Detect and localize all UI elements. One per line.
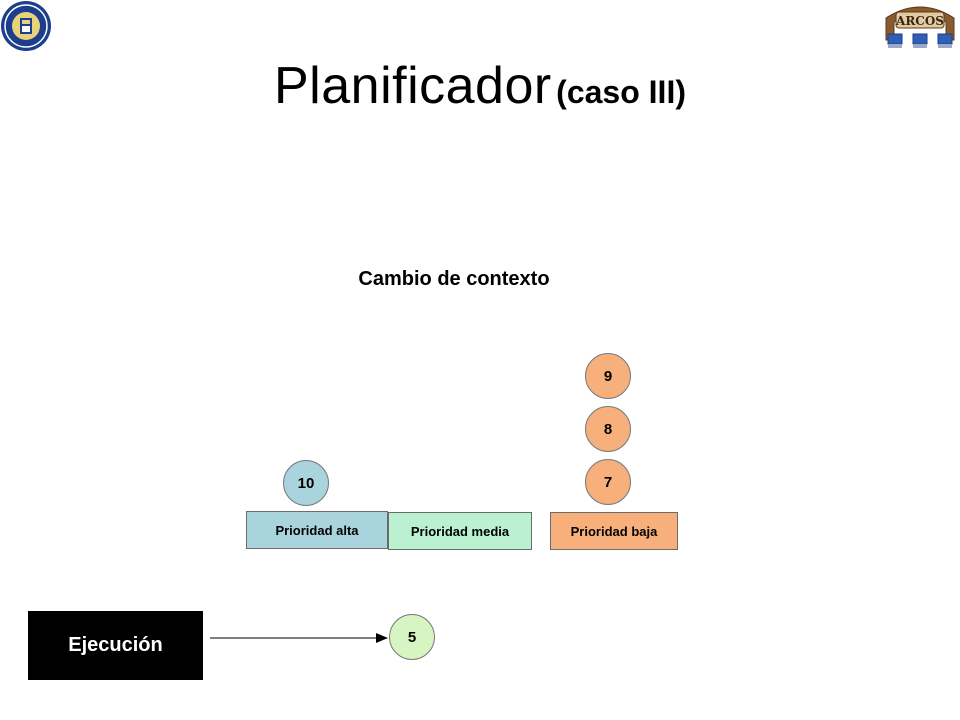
process-low-priority-bottom: 7 [585,459,631,505]
queue-low-priority: Prioridad baja [550,512,678,550]
process-running: 5 [389,614,435,660]
process-low-priority-middle: 8 [585,406,631,452]
execution-box: Ejecución [28,611,203,680]
title-main: Planificador [274,57,552,115]
title-subtitle: (caso III) [556,74,686,110]
arcos-logo: ARCOS [885,6,955,48]
context-switch-label: Cambio de contexto [358,268,550,290]
slide-title: Planificador (caso III) [0,56,960,116]
process-high-priority: 10 [283,460,329,506]
queue-medium-priority: Prioridad media [388,512,532,550]
queue-high-priority: Prioridad alta [246,511,388,549]
execution-arrow [210,633,388,643]
university-seal-logo [1,1,51,51]
svg-text:ARCOS: ARCOS [895,14,944,28]
process-low-priority-top: 9 [585,353,631,399]
